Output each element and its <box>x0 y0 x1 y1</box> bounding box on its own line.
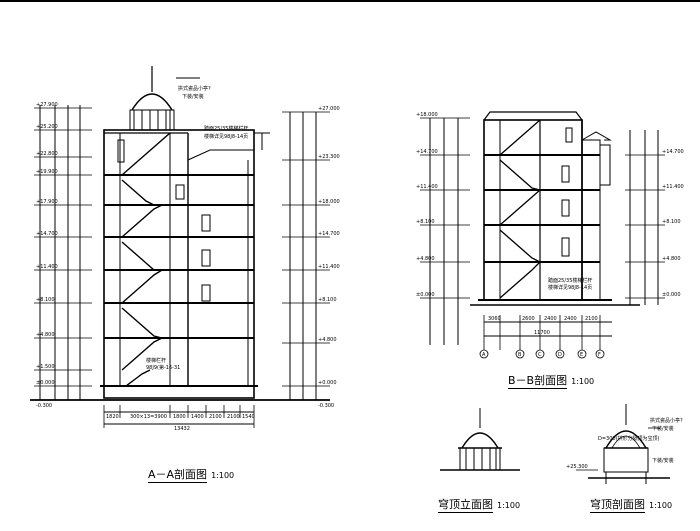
dome-section-level: +25.300 <box>566 464 588 470</box>
bb-axis-f: F <box>598 352 601 358</box>
bb-bottom-dim-3: 2400 <box>544 316 557 322</box>
aa-bottom-dim-7: 1540 <box>242 414 255 420</box>
aa-dome-note-1: 拱式瓷品小亭? <box>178 85 211 92</box>
bb-level-left-2: +14.700 <box>416 149 438 155</box>
aa-level-right-7: +4.800 <box>318 337 337 343</box>
aa-level-left-4: +19.900 <box>36 169 58 175</box>
aa-level-left-8: +8.100 <box>36 297 55 303</box>
top-border-line <box>0 0 700 2</box>
bb-level-left-5: +4.800 <box>416 256 435 262</box>
aa-level-right-6: +8.100 <box>318 297 337 303</box>
aa-level-left-1: +27.900 <box>36 102 58 108</box>
section-bb-title: B－B剖面图 <box>508 374 568 389</box>
dome-section-title-block: 穹顶剖面图 1:100 <box>590 496 673 513</box>
dome-elevation-drawing <box>440 408 520 471</box>
aa-level-right-9: -0.300 <box>318 403 334 409</box>
aa-level-right-8: +0.000 <box>318 380 337 386</box>
dome-elevation-title: 穹顶立面图 <box>438 498 493 513</box>
bb-bottom-dim-2: 2600 <box>522 316 535 322</box>
bb-bottom-dim-5: 2100 <box>585 316 598 322</box>
aa-level-left-7: +11.400 <box>36 264 58 270</box>
bb-stair-note-1: 踏面25/35楼梯栏杆 <box>548 277 592 284</box>
aa-level-left-6: +14.700 <box>36 231 58 237</box>
section-bb-scale: 1:100 <box>571 377 595 386</box>
bb-level-right-1: +14.700 <box>662 149 684 155</box>
aa-stair-note-2: 楼梯详见98J8-14页 <box>204 133 248 140</box>
dome-section-note-1: 拱式瓷品小亭? <box>650 417 683 424</box>
aa-bottom-dim-6: 2100 <box>227 414 240 420</box>
bb-total-dim: 11700 <box>534 330 550 336</box>
bb-level-right-2: +11.400 <box>662 184 684 190</box>
bb-axis-a: A <box>482 352 486 358</box>
bb-axis-d: D <box>558 352 562 358</box>
aa-level-right-3: +18.000 <box>318 199 340 205</box>
bb-level-left-4: +8.100 <box>416 219 435 225</box>
dome-section-scale: 1:100 <box>649 501 673 510</box>
aa-bottom-dim-5: 2100 <box>209 414 222 420</box>
aa-stair-note-1: 踏面25/35楼梯栏杆 <box>204 125 248 132</box>
aa-level-right-5: +11.400 <box>318 264 340 270</box>
aa-level-left-9: +4.800 <box>36 332 55 338</box>
bb-level-left-1: +18.000 <box>416 112 438 118</box>
section-aa-title: A－A剖面图 <box>148 468 208 483</box>
aa-level-left-12: -0.300 <box>36 403 52 409</box>
bb-axis-e: E <box>580 352 583 358</box>
dome-section-note-2: 下装/安装 <box>652 425 674 432</box>
aa-bottom-dim-4: 1400 <box>191 414 204 420</box>
dome-section-title: 穹顶剖面图 <box>590 498 645 513</box>
bb-bottom-dim-4: 2400 <box>564 316 577 322</box>
aa-level-right-4: +14.700 <box>318 231 340 237</box>
bb-axis-b: B <box>518 352 522 358</box>
bb-level-left-3: +11.400 <box>416 184 438 190</box>
dome-section-note-4: 下装/安装 <box>652 457 674 464</box>
dome-elevation-scale: 1:100 <box>497 501 521 510</box>
bb-level-right-5: ±0.000 <box>662 292 681 298</box>
aa-stair-note-3: 楼梯栏杆 <box>146 357 166 364</box>
aa-level-left-2: +25.200 <box>36 124 58 130</box>
dome-elevation-title-block: 穹顶立面图 1:100 <box>438 496 521 513</box>
dome-section-drawing <box>576 404 670 484</box>
bb-axis-c: C <box>538 352 542 358</box>
aa-level-right-1: +27.000 <box>318 106 340 112</box>
aa-total-dim: 13432 <box>174 426 190 432</box>
section-bb-drawing <box>420 111 665 359</box>
aa-dome-note-2: 下装/安装 <box>182 93 204 100</box>
bb-level-left-6: ±0.000 <box>416 292 435 298</box>
bb-level-right-4: +4.800 <box>662 256 681 262</box>
aa-bottom-dim-3: 1800 <box>173 414 186 420</box>
aa-stair-note-4: 98J9(第-16-31 <box>146 364 180 371</box>
aa-bottom-dim-2: 300×13=3900 <box>130 414 167 420</box>
aa-bottom-dim-1: 1820 <box>106 414 119 420</box>
section-aa-drawing <box>30 66 330 428</box>
section-aa-scale: 1:100 <box>211 471 235 480</box>
aa-level-left-3: +22.800 <box>36 151 58 157</box>
bb-level-right-3: +8.100 <box>662 219 681 225</box>
aa-level-left-10: +1.500 <box>36 364 55 370</box>
aa-level-left-5: +17.900 <box>36 199 58 205</box>
bb-stair-note-2: 楼梯详见98J8-14页 <box>548 284 592 291</box>
dome-section-note-3: D=300(拱形分隔顶为宝顶) <box>598 435 660 442</box>
aa-level-left-11: ±0.000 <box>36 380 55 386</box>
aa-level-right-2: +23.300 <box>318 154 340 160</box>
bb-bottom-dim-1: 3060 <box>488 316 501 322</box>
